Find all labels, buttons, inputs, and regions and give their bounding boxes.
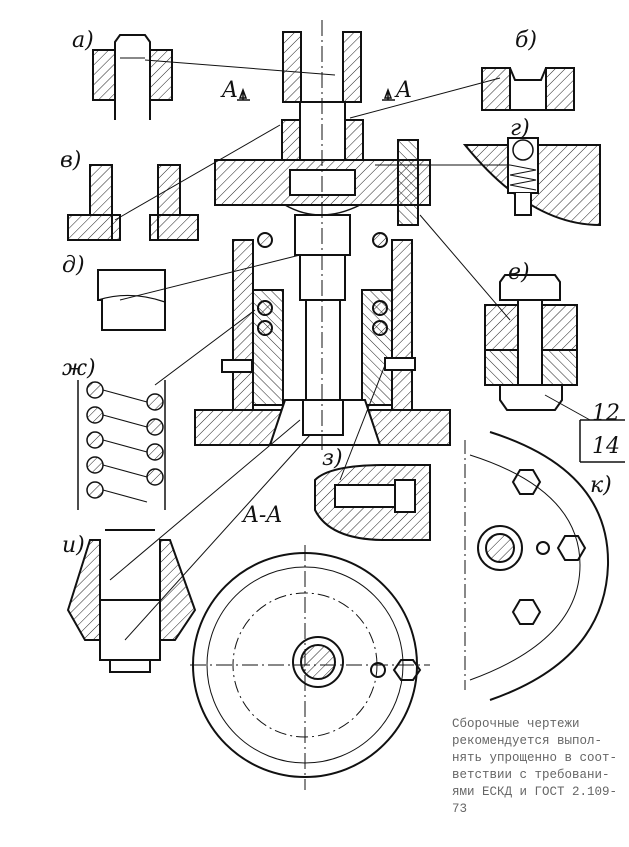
label-view-z: з) [322,446,343,471]
part-number-12: 12 [592,401,620,426]
part-number-box [579,419,625,463]
main-assembly [194,20,451,450]
detail-b-nut [481,67,575,111]
note-line: ями ЕСКД и ГОСТ 2.109- [452,785,618,799]
note-line: Сборочные чертежи [452,717,580,731]
label-view-zh: ж) [62,356,96,381]
section-mark-right: A [396,78,412,103]
detail-e-bolt [484,274,591,421]
label-view-a: а) [72,28,94,53]
label-view-v: в) [60,148,82,173]
note-line: рекомендуется выпол- [452,734,603,748]
detail-i-nut [66,529,197,673]
label-view-b: б) [515,28,538,53]
label-view-g: г) [510,116,530,141]
assembly-note: Сборочные чертежи рекомендуется выпол- н… [452,716,627,818]
note-line: ветствии с требовани- [452,768,610,782]
section-a-a-view [190,545,430,790]
detail-d-shaft [97,269,166,331]
section-view-title: A-A [243,503,283,528]
label-view-e: е) [508,260,530,285]
detail-k-half-plate [464,431,610,701]
detail-a-nut [92,34,173,120]
label-view-k: к) [590,473,612,498]
detail-z-screw [314,464,431,541]
part-number-14: 14 [592,434,620,459]
label-view-i: и) [62,533,85,558]
detail-v-flange [67,164,199,241]
leader-lines [109,59,511,641]
detail-zh-spring [77,380,166,510]
label-view-d: д) [62,253,85,278]
detail-g-spring-plunger [462,137,601,227]
note-line: 73 [452,802,468,816]
note-line: нять упрощенно в соот- [452,751,618,765]
section-mark-left: A [222,78,238,103]
